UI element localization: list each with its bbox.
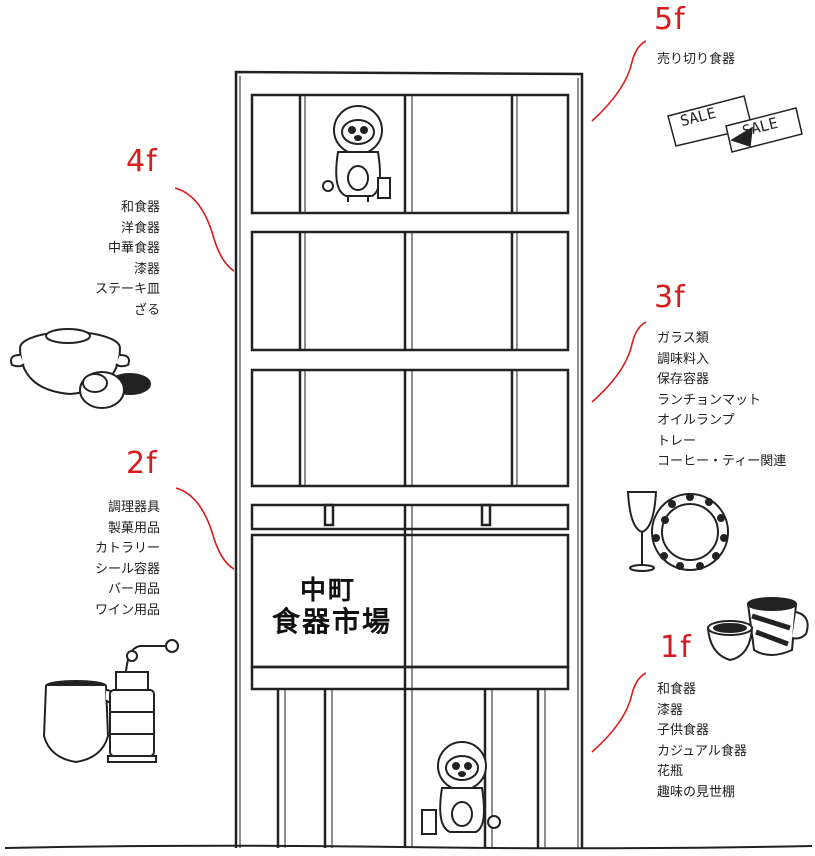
- floor-item: 調理器具: [107, 500, 160, 515]
- wineglass-plate-icon: [626, 491, 729, 572]
- floor-item: 漆器: [133, 261, 160, 277]
- floor-items-1f: 和食器 漆器 子供食器 カジュアル食器 花瓶 趣味の見世棚: [657, 680, 747, 803]
- building: [234, 70, 584, 848]
- floor-item: オイルランプ: [657, 413, 735, 428]
- floor-item: 調味料入: [657, 351, 710, 367]
- floor-item: 和食器: [657, 682, 697, 697]
- floor-label-3f: 3f: [654, 280, 686, 315]
- floor-item: 趣味の見世棚: [657, 784, 736, 800]
- floor-items-5f: 売り切り食器: [657, 50, 735, 71]
- floor-item: 子供食器: [657, 723, 710, 738]
- floor-item: 漆器: [657, 702, 684, 718]
- floor-item: 洋食器: [120, 220, 160, 236]
- floor-item: 保存容器: [657, 372, 710, 387]
- ground-line: [4, 844, 813, 850]
- tanuki-mascot-icon: [322, 105, 391, 202]
- floor-item: トレー: [657, 433, 697, 449]
- floor-item: ステーキ皿: [94, 282, 160, 297]
- floor-item: ざる: [133, 302, 160, 318]
- floor-item: ワイン用品: [94, 602, 160, 618]
- floor-items-2f: 調理器具 製菓用品 カトラリー シール容器 バー用品 ワイン用品: [95, 498, 160, 621]
- floor-item: 花瓶: [657, 764, 684, 779]
- cups-icon: [706, 597, 809, 662]
- floor-item: ランチョンマット: [657, 392, 762, 408]
- floor-item: シール容器: [94, 561, 160, 577]
- store-sign-line1: 中町: [300, 576, 357, 606]
- floor-item: カトラリー: [94, 541, 160, 556]
- floor-item: 中華食器: [107, 241, 160, 256]
- floor-item: バー用品: [107, 582, 160, 597]
- tanuki-mascot-icon: [421, 741, 501, 835]
- floor-item: 製菓用品: [107, 520, 160, 536]
- leader-lines: [174, 40, 647, 753]
- floor-items-3f: ガラス類 調味料入 保存容器 ランチョンマット オイルランプ トレー コーヒー・…: [657, 329, 786, 473]
- floor-label-4f: 4f: [126, 144, 158, 179]
- floor-label-1f: 1f: [660, 630, 692, 665]
- floor-item: 和食器: [120, 200, 160, 215]
- sale-tags-icon: [667, 95, 803, 153]
- store-sign-line2: 食器市場: [272, 605, 393, 638]
- floor-item: コーヒー・ティー関連: [657, 454, 787, 469]
- floor-item: ガラス類: [657, 331, 709, 346]
- floor-item: 売り切り食器: [657, 52, 736, 67]
- donabe-pot-icon: [10, 328, 151, 409]
- floor-label-5f: 5f: [654, 2, 686, 37]
- grinder-pot-icon: [42, 639, 179, 764]
- floor-item: カジュアル食器: [657, 743, 747, 759]
- floor-items-4f: 和食器 洋食器 中華食器 漆器 ステーキ皿 ざる: [95, 198, 160, 321]
- floor-label-2f: 2f: [126, 446, 158, 481]
